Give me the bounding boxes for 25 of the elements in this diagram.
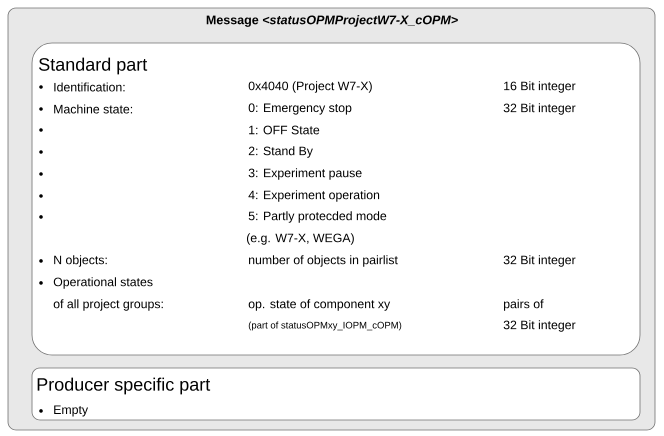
field-name: Operational states <box>54 277 153 289</box>
data-type: 32 Bit integer <box>504 320 576 332</box>
field-value: 5: Partly protecded mode <box>248 211 386 223</box>
field-value: 0: Emergency stop <box>248 103 352 115</box>
field-value: 2: Stand By <box>248 146 313 158</box>
message-title: Message <statusOPMProjectW7-X_cOPM> <box>206 15 458 27</box>
field-name: Machine state: <box>54 104 132 114</box>
field-value: 0x4040 (Project W7-X) <box>248 81 372 93</box>
data-type: 16 Bit integer <box>504 81 576 93</box>
section-heading: Standard part <box>39 58 148 74</box>
field-value: op. state of component xy <box>248 299 390 311</box>
field-name: N objects: <box>54 255 107 267</box>
note: (part of statusOPMxy_IOPM_cOPM) <box>248 322 402 330</box>
data-type: 32 Bit integer <box>504 103 576 115</box>
field-name: of all project groups: <box>54 299 163 311</box>
data-type: pairs of <box>504 299 544 311</box>
field-value: (e.g. W7-X, WEGA) <box>246 233 354 245</box>
field-name: Empty <box>54 405 88 416</box>
field-value: 3: Experiment pause <box>248 168 362 180</box>
field-name: Identification: <box>54 82 125 92</box>
field-value: 4: Experiment operation <box>248 190 380 202</box>
field-value: 1: OFF State <box>249 126 320 134</box>
data-type: 32 Bit integer <box>504 255 576 267</box>
section-heading: Producer specific part <box>38 378 210 394</box>
field-value: number of objects in pairlist <box>249 255 398 267</box>
